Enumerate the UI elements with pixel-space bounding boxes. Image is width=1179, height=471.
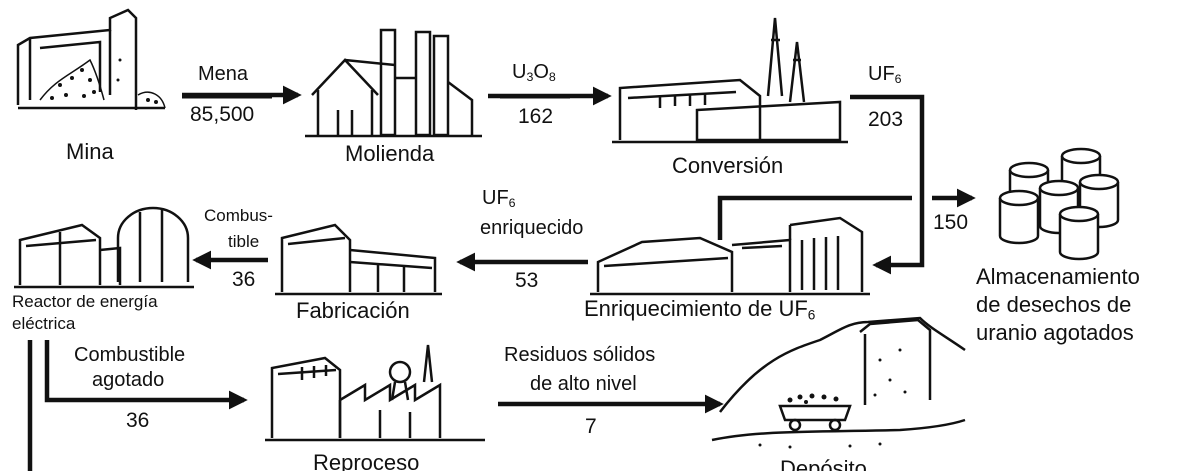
fabrication-label: Fabricación — [296, 298, 410, 323]
ore-flow-label: Mena — [198, 63, 249, 85]
fuel-flow-label-line1: Combus- — [204, 206, 273, 225]
waste-label-line2: de alto nivel — [530, 373, 637, 395]
spent-fuel-value: 36 — [126, 409, 150, 432]
reactor-label-line1: Reactor de energía — [12, 292, 158, 311]
repository-icon — [711, 316, 966, 449]
mine-label: Mina — [66, 139, 114, 164]
u3o8-flow-value: 162 — [518, 105, 554, 128]
waste-flow-value: 7 — [585, 415, 597, 438]
enriched-flow-label: UF6 — [482, 187, 516, 211]
conversion-icon — [612, 17, 848, 144]
enrichment-loop-line — [717, 195, 912, 240]
spent-fuel-label-line2: agotado — [92, 369, 165, 391]
enrichment-label: Enriquecimiento de UF6 — [584, 296, 816, 323]
storage-label-line3: uranio agotados — [976, 320, 1134, 345]
enrichment-plant-icon — [590, 216, 870, 296]
mine-icon — [16, 8, 166, 110]
storage-label-line2: de desechos de — [976, 292, 1132, 317]
reprocessing-label: Reproceso — [313, 450, 420, 471]
storage-label-line1: Almacenamiento — [976, 264, 1140, 289]
depleted-flow-value: 150 — [933, 211, 969, 234]
fuel-flow-label-line2: tible — [228, 232, 260, 251]
uf6-flow-value: 203 — [868, 108, 904, 131]
ore-flow-value: 85,500 — [190, 103, 255, 126]
mill-icon — [305, 28, 482, 138]
u3o8-flow-label: U3O8 — [512, 61, 556, 85]
uf6-arrow — [850, 94, 925, 275]
storage-drums-icon — [998, 147, 1120, 261]
conversion-label: Conversión — [672, 153, 784, 178]
waste-label-line1: Residuos sólidos — [504, 344, 656, 366]
fuel-flow-value: 36 — [232, 268, 256, 291]
reactor-icon — [14, 206, 194, 289]
reactor-label-line2: eléctrica — [12, 314, 76, 333]
mill-label: Molienda — [345, 141, 435, 166]
uf6-flow-label: UF6 — [868, 63, 902, 87]
fabrication-icon — [275, 223, 442, 296]
repository-label: Depósito — [780, 456, 867, 471]
enriched-flow-value: 53 — [515, 269, 539, 292]
spent-fuel-label-line1: Combustible — [74, 344, 186, 366]
reprocessing-icon — [265, 344, 485, 442]
enriched-flow-word: enriquecido — [480, 217, 584, 239]
